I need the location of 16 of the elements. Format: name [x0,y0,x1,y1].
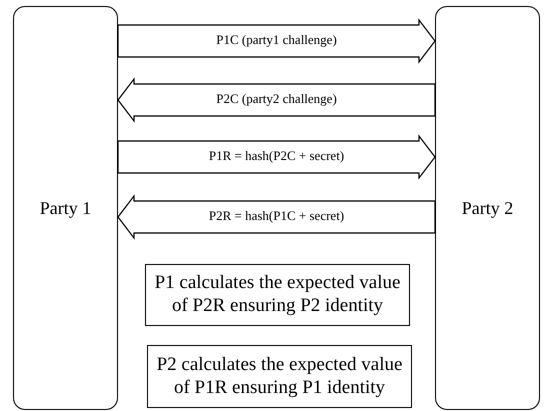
note-box [145,264,410,326]
party-box [13,6,118,410]
block-arrow [117,194,436,240]
note-box [147,345,412,408]
edge-label: P2R = hash(P1C + secret) [208,208,344,224]
block-arrow [117,77,436,123]
edge-label: P1R = hash(P2C + secret) [208,148,344,164]
block-arrow [117,18,436,64]
block-arrow [117,134,436,180]
party-label: Party 2 [462,198,514,218]
party-box [435,6,540,410]
edge-label: P1C (party1 challenge) [216,32,337,48]
note-text: P2 calculates the expected value of P1R ensuring P1 identity [156,354,404,400]
note-text: P1 calculates the expected value of P2R ensuring P2 identity [154,272,402,318]
party-label: Party 1 [40,198,92,218]
edge-label: P2C (party2 challenge) [216,91,337,107]
